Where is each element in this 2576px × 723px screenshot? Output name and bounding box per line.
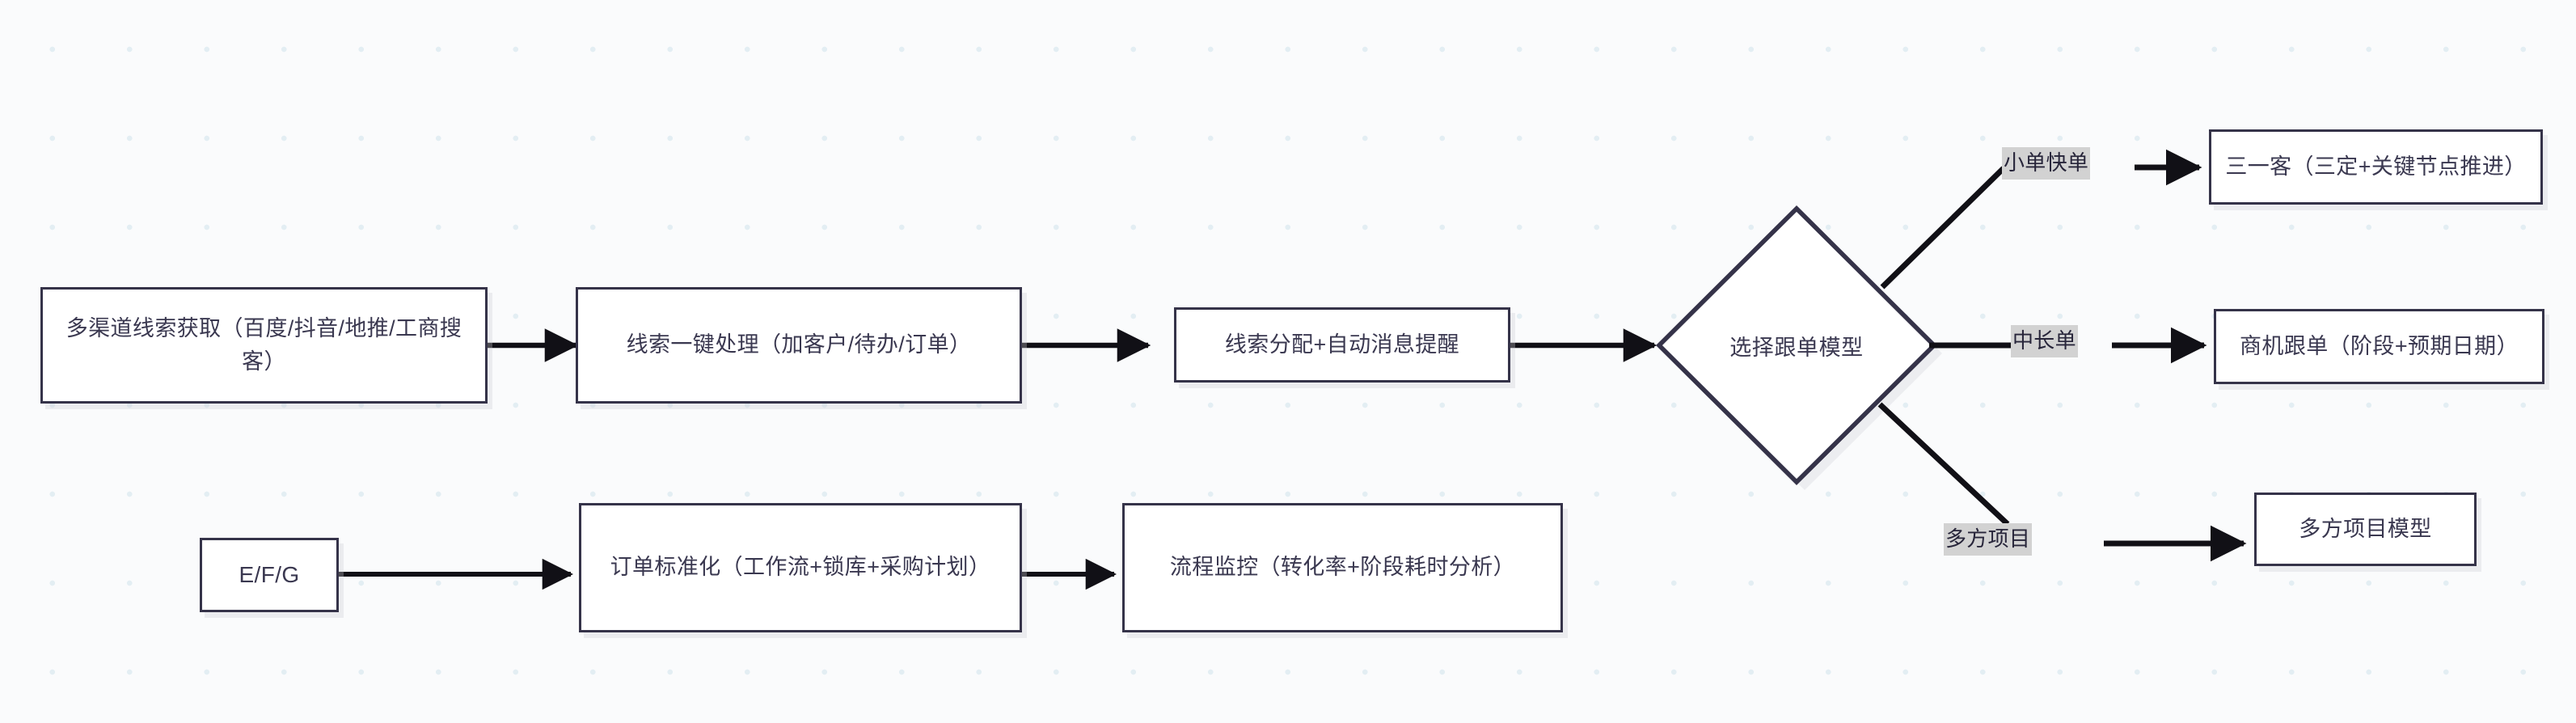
node-efg[interactable]: E/F/G — [200, 538, 339, 612]
node-one-click-lead-processing[interactable]: 线索一键处理（加客户/待办/订单） — [576, 287, 1022, 404]
node-multiparty-project-model[interactable]: 多方项目模型 — [2254, 493, 2477, 566]
node-label: 商机跟单（阶段+预期日期） — [2240, 333, 2519, 358]
node-label: 多方项目模型 — [2299, 516, 2432, 541]
node-label: 三一客（三定+关键节点推进） — [2225, 154, 2527, 179]
node-label: 选择跟单模型 — [1729, 335, 1864, 360]
node-label: 多渠道线索获取（百度/抖音/地推/工商搜客） — [65, 315, 462, 374]
node-label: 线索一键处理（加客户/待办/订单） — [626, 332, 972, 357]
node-opportunity-follow-up[interactable]: 商机跟单（阶段+预期日期） — [2214, 309, 2544, 384]
node-three-one-customer[interactable]: 三一客（三定+关键节点推进） — [2209, 129, 2543, 205]
node-multichannel-lead-acquisition[interactable]: 多渠道线索获取（百度/抖音/地推/工商搜客） — [40, 287, 488, 404]
node-label: E/F/G — [239, 561, 300, 587]
node-order-standardization[interactable]: 订单标准化（工作流+锁库+采购计划） — [579, 503, 1022, 632]
edge-label-multiparty-project: 多方项目 — [1944, 523, 2033, 556]
edge-label-medium-long-order: 中长单 — [2011, 325, 2078, 358]
node-process-monitoring[interactable]: 流程监控（转化率+阶段耗时分析） — [1122, 503, 1563, 632]
edge-label-small-fast-order: 小单快单 — [2002, 147, 2091, 180]
node-label: 线索分配+自动消息提醒 — [1224, 332, 1460, 357]
node-label: 流程监控（转化率+阶段耗时分析） — [1169, 555, 1516, 580]
node-lead-assignment-auto-reminder[interactable]: 线索分配+自动消息提醒 — [1174, 307, 1510, 383]
node-select-follow-up-model[interactable]: 选择跟单模型 — [1659, 209, 1934, 482]
node-label: 订单标准化（工作流+锁库+采购计划） — [610, 555, 991, 580]
